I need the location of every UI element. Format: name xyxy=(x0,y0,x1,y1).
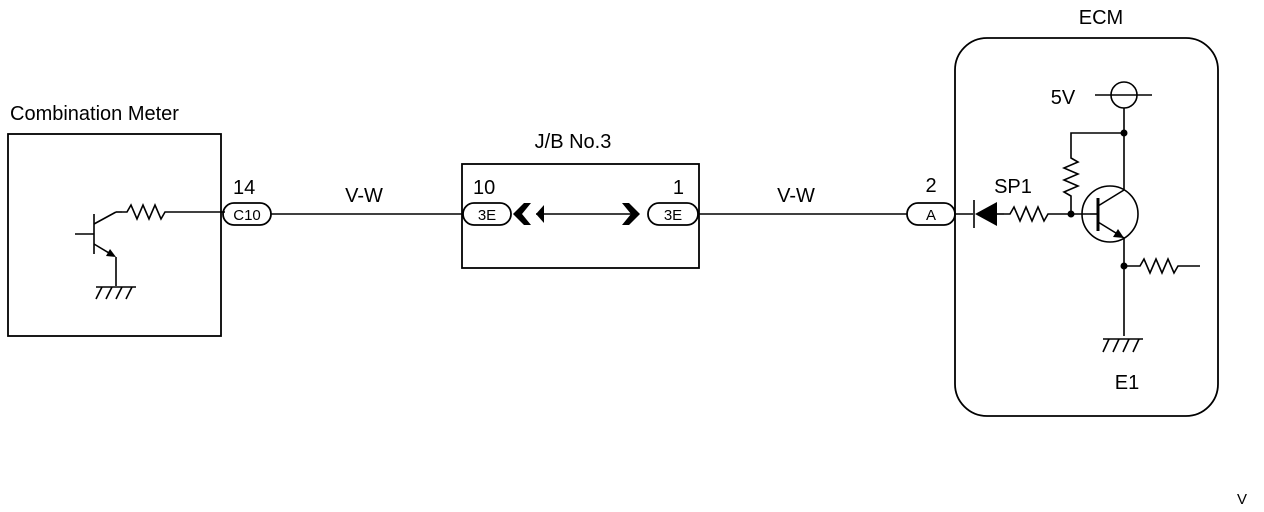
meter-connector-label: C10 xyxy=(233,207,261,224)
base-resistor-symbol xyxy=(1004,204,1090,224)
combination-meter: Combination Meter 14 C10 xyxy=(7,103,272,337)
jb-box xyxy=(461,163,700,269)
combination-meter-box xyxy=(7,133,222,337)
ecm-box xyxy=(954,37,1219,417)
wire-right-color-label: V-W xyxy=(777,185,815,207)
diode-symbol xyxy=(973,200,1004,228)
ecm-pin-number: 2 xyxy=(925,175,936,197)
wire-left-color-label: V-W xyxy=(345,185,383,207)
ecm: ECM 2 A SP1 5V xyxy=(906,7,1219,417)
meter-resistor-symbol xyxy=(122,202,225,222)
emitter-resistor-symbol xyxy=(1124,256,1200,276)
meter-pin-number: 14 xyxy=(233,177,255,199)
jb-right-pin-number: 1 xyxy=(673,177,684,199)
ecm-voltage-label: 5V xyxy=(1051,87,1076,109)
combination-meter-label: Combination Meter xyxy=(10,103,179,125)
footer-mark: V xyxy=(1237,491,1247,508)
jb-left-connector-label: 3E xyxy=(478,207,496,224)
junction-dot xyxy=(1120,129,1128,137)
ecm-connector-label: A xyxy=(926,207,936,224)
junction-block: J/B No.3 10 3E 1 3E xyxy=(461,131,700,269)
jb-left-pin-number: 10 xyxy=(473,177,495,199)
jb-right-chevron-icon xyxy=(622,203,640,225)
jb-left-chevron-icon xyxy=(513,203,531,225)
ecm-ground-label: E1 xyxy=(1115,372,1139,394)
meter-transistor-symbol xyxy=(75,211,122,286)
meter-ground-symbol xyxy=(95,286,136,300)
ecm-terminal-label: SP1 xyxy=(994,176,1032,198)
jb-label: J/B No.3 xyxy=(535,131,612,153)
voltage-source-icon xyxy=(1095,81,1152,190)
pullup-resistor-symbol xyxy=(1061,132,1124,214)
jb-left-connector-capsule xyxy=(462,202,512,226)
ecm-ground-symbol xyxy=(1102,338,1143,353)
jb-right-connector-label: 3E xyxy=(664,207,682,224)
ecm-transistor-symbol xyxy=(1081,185,1139,336)
ecm-label: ECM xyxy=(1079,7,1123,29)
